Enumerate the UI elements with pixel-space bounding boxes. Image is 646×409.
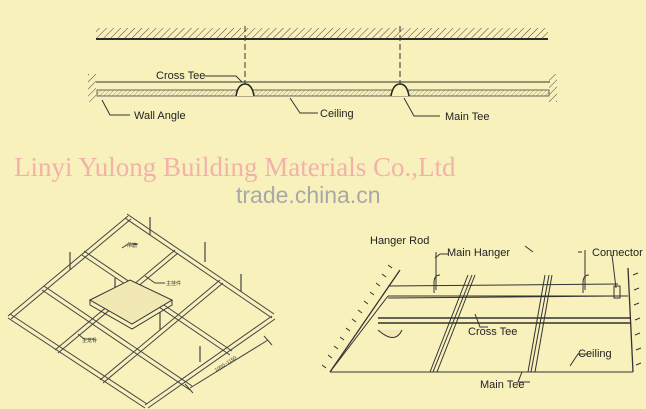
ceiling-panel	[96, 89, 550, 97]
label-main-hanger: Main Hanger	[447, 247, 510, 259]
right-wall-hatch	[627, 267, 634, 373]
dimension-line	[184, 335, 273, 394]
perspective-diagram	[321, 245, 642, 383]
main-runners	[7, 213, 275, 409]
isometric-grid-diagram	[7, 213, 276, 409]
label-main-tee: Main Tee	[445, 111, 489, 123]
label-main-hanger-cn: 主挂件	[166, 280, 181, 287]
label-connector: Connector	[592, 247, 643, 259]
label-main-runner-cn: 主龙骨	[82, 337, 97, 344]
slab-hatch	[96, 28, 548, 38]
label-wall-angle: Wall Angle	[134, 110, 186, 122]
label-cross-tee: Cross Tee	[156, 70, 205, 82]
watermark-company: Linyi Yulong Building Materials Co.,Ltd	[14, 152, 456, 182]
label-ceiling: Ceiling	[578, 348, 612, 360]
left-wall-hatch	[329, 269, 401, 373]
label-cross-tee: Cross Tee	[468, 326, 517, 338]
wall-hatch-right	[549, 74, 557, 102]
wall-angle-bracket	[377, 329, 403, 338]
label-dimension: 1000~1150	[214, 355, 238, 374]
label-hanger-cn: 吊筋	[127, 242, 137, 249]
connector	[613, 285, 621, 299]
label-main-tee: Main Tee	[480, 379, 524, 391]
hanger-rods	[244, 26, 401, 90]
section-diagram: Cross Tee Wall Angle Ceiling Main Tee	[88, 26, 557, 123]
main-tee-profile-2	[390, 83, 410, 97]
cross-runner-back	[378, 317, 630, 324]
watermark-site: trade.china.cn	[236, 182, 380, 208]
wall-hatch-left	[88, 74, 96, 102]
label-hanger-rod: Hanger Rod	[370, 235, 429, 247]
label-ceiling: Ceiling	[320, 108, 354, 120]
hangers	[433, 250, 590, 293]
main-runner	[387, 283, 619, 299]
main-tee-profile-1	[235, 83, 255, 97]
main-tees	[429, 274, 553, 373]
